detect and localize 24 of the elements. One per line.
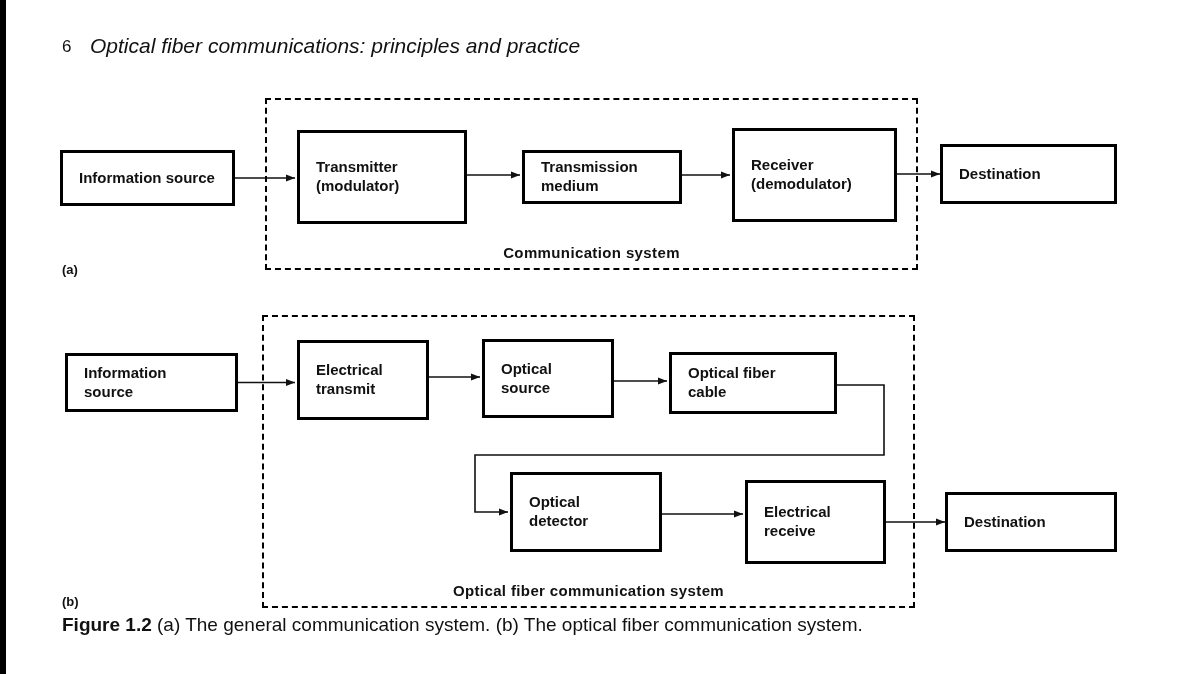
- arrow: [234, 174, 296, 182]
- block-box: Transmission medium: [522, 150, 682, 204]
- block-box: Destination: [945, 492, 1117, 552]
- page-header: Optical fiber communications: principles and practice: [90, 33, 581, 59]
- system-boundary: [265, 98, 918, 270]
- block-box: Destination: [940, 144, 1117, 204]
- block-box: Electrical receive: [745, 480, 886, 564]
- panel-label: (b): [62, 593, 79, 611]
- page-number: 6: [62, 36, 72, 58]
- block-box: Optical source: [482, 339, 614, 418]
- figure-caption: Figure 1.2 (a) The general communication system. (b) The optical fiber communication system.: [62, 613, 864, 637]
- arrow: [474, 384, 885, 516]
- block-box: Information source: [60, 150, 235, 206]
- block-box: Optical detector: [510, 472, 662, 552]
- block-box: Transmitter (modulator): [297, 130, 467, 224]
- system-label: Communication system: [502, 242, 681, 263]
- panel-label: (a): [62, 261, 78, 279]
- arrow: [237, 378, 296, 387]
- block-box: Receiver (demodulator): [732, 128, 897, 222]
- system-label: Optical fiber communication system: [451, 580, 726, 601]
- block-box: Optical fiber cable: [669, 352, 837, 414]
- block-box: Information source: [65, 353, 238, 412]
- block-box: Electrical transmit: [297, 340, 429, 420]
- system-boundary: [262, 315, 915, 608]
